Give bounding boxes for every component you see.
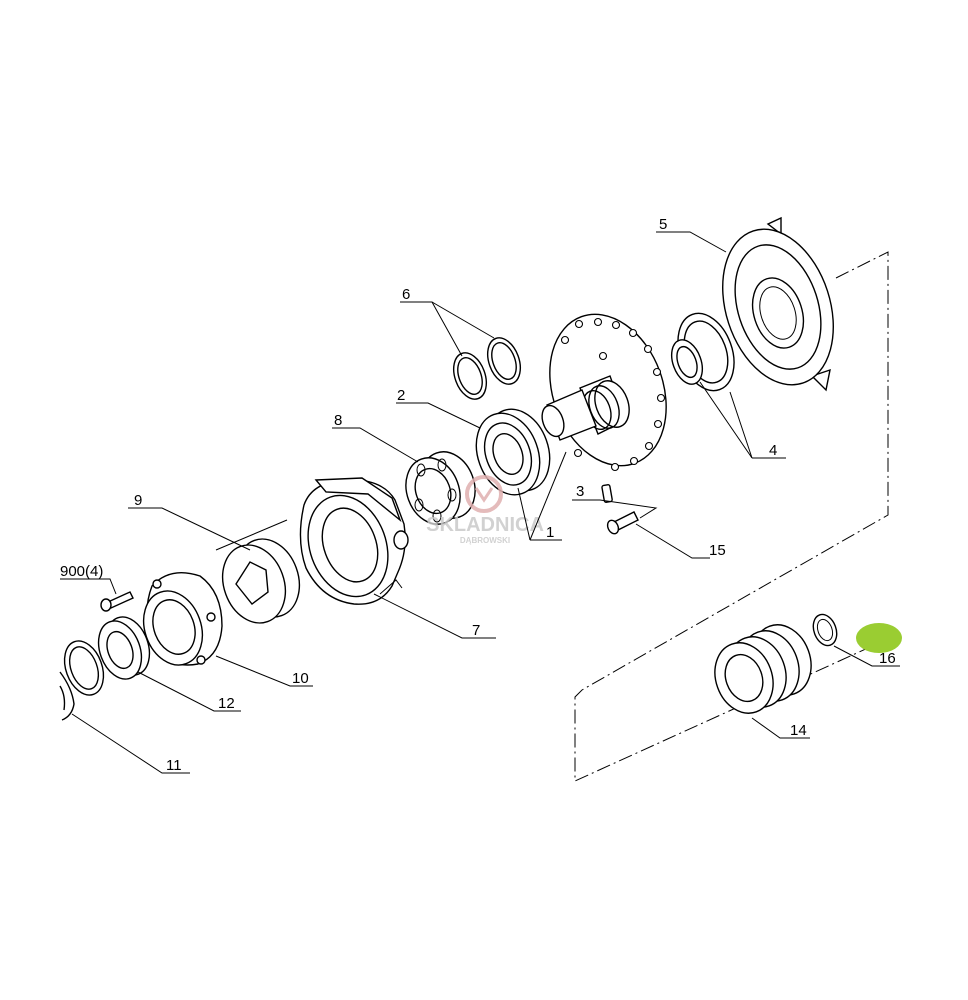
part-2-bearing <box>475 408 551 496</box>
label-8: 8 <box>334 412 342 429</box>
part-11-ring <box>59 640 105 721</box>
label-6: 6 <box>402 286 410 303</box>
label-7: 7 <box>472 622 480 639</box>
highlight-marker-16 <box>856 623 902 653</box>
label-11: 11 <box>166 757 182 774</box>
label-4: 4 <box>769 442 777 459</box>
part-6-rings <box>452 337 522 400</box>
label-1: 1 <box>546 524 554 541</box>
label-10: 10 <box>292 670 309 687</box>
part-3-pin <box>601 484 613 503</box>
part-1-shaft-flange <box>541 313 667 472</box>
part-10-flange <box>142 572 223 666</box>
part-8-cage <box>405 451 476 525</box>
label-3: 3 <box>576 483 584 500</box>
label-9: 9 <box>134 492 142 509</box>
part-900-bolt <box>100 591 134 612</box>
part-7-housing <box>299 477 409 605</box>
part-14-spring-pack <box>714 624 812 714</box>
label-14: 14 <box>790 722 807 739</box>
label-12: 12 <box>218 695 235 712</box>
part-12-bearing <box>97 616 151 680</box>
label-5: 5 <box>659 216 667 233</box>
watermark-brand: SKLADNICA <box>426 514 544 536</box>
part-5-cover-plate <box>722 216 834 392</box>
part-4-seals <box>670 312 735 392</box>
label-15: 15 <box>709 542 726 559</box>
label-2: 2 <box>397 387 405 404</box>
leader-lines <box>60 231 900 774</box>
watermark-subtitle: DĄBROWSKI <box>460 536 510 545</box>
boundary-lines <box>574 251 891 782</box>
part-9-block <box>221 538 301 624</box>
label-900: 900(4) <box>60 563 103 580</box>
watermark-logo: SKLADNICA DĄBROWSKI <box>426 475 544 545</box>
part-15-bolt <box>606 511 639 535</box>
part-16-small-ring <box>812 613 838 647</box>
part-labels: 5 6 2 8 4 9 3 1 15 900(4) 7 16 10 12 14 … <box>60 216 896 774</box>
label-16: 16 <box>879 650 896 667</box>
